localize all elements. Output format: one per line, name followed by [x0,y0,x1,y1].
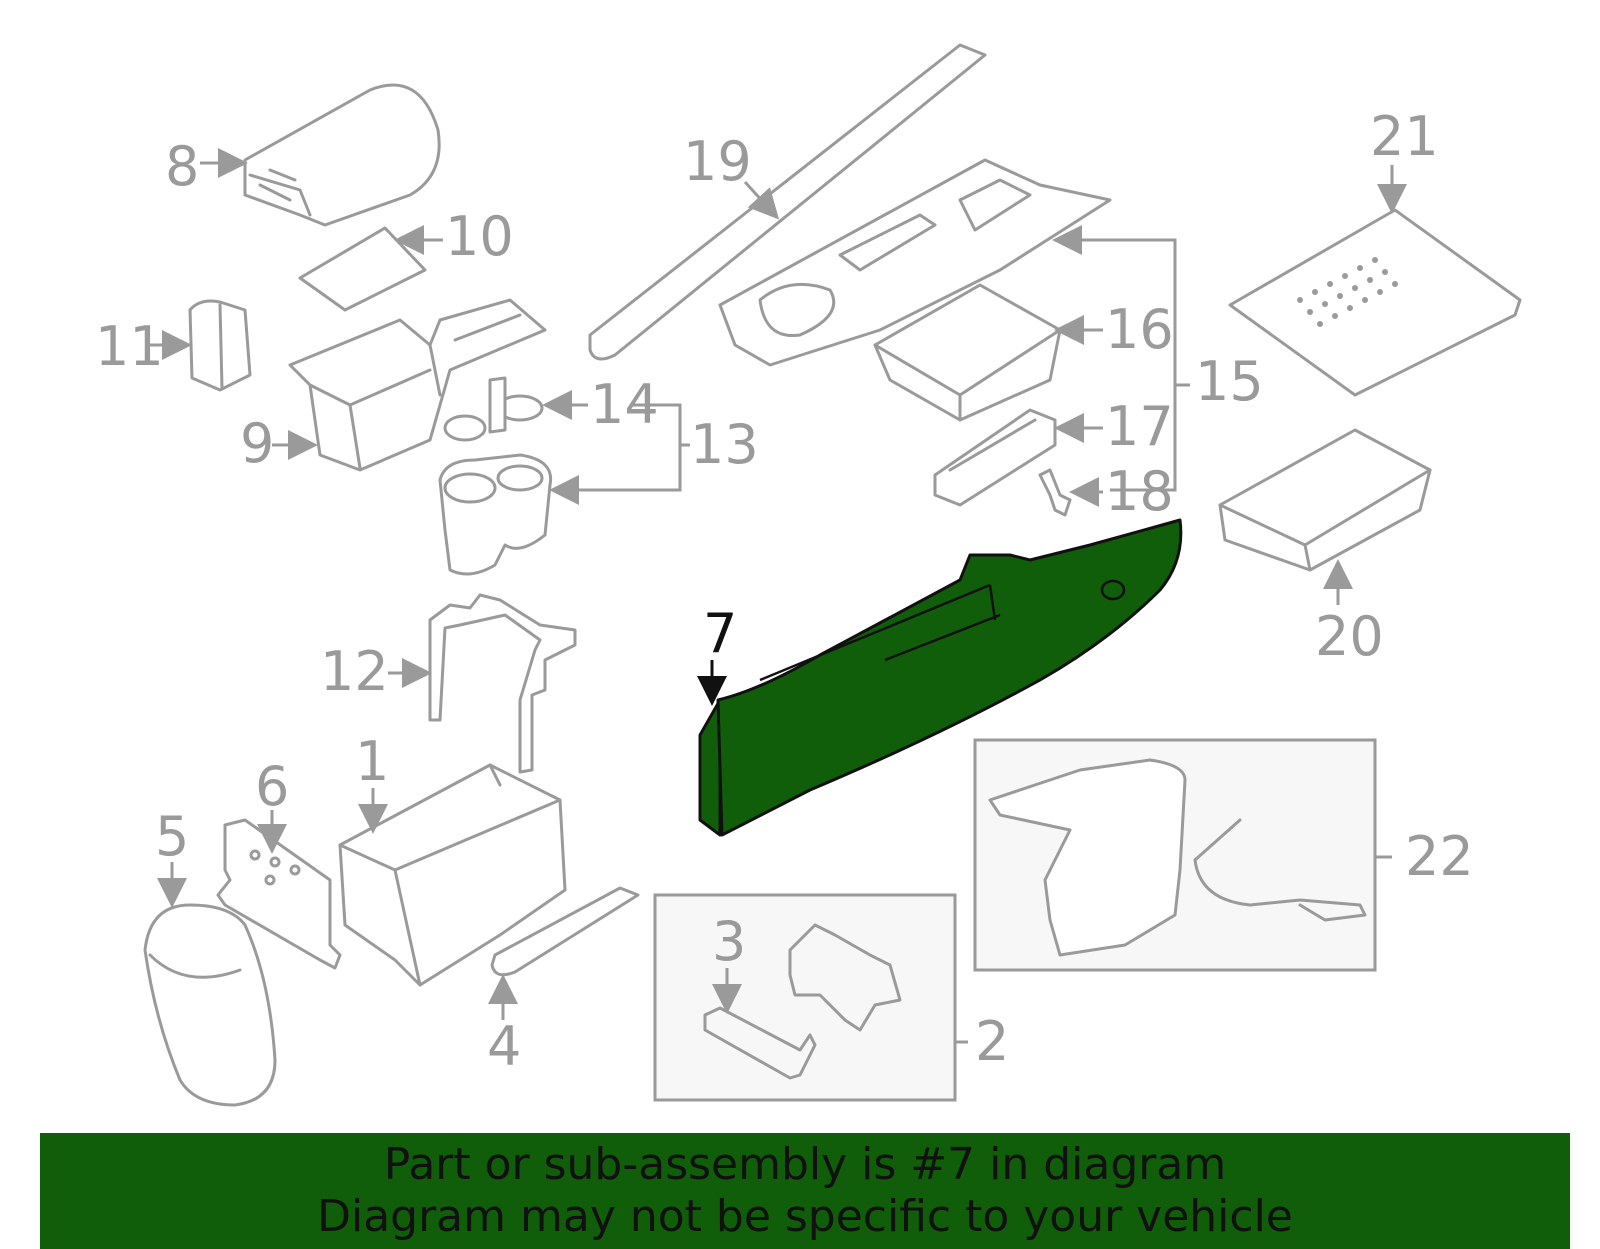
part-19-long-trim[interactable] [588,43,987,361]
part-12-bracket-frame[interactable] [428,593,577,774]
part-10-pad[interactable] [298,226,427,312]
part-15-console-top[interactable] [718,158,1112,367]
label-17: 17 [1105,395,1174,458]
label-20: 20 [1315,605,1384,668]
part-8-armrest-lid[interactable] [243,83,441,227]
label-1: 1 [355,730,389,793]
label-16: 16 [1105,298,1174,361]
label-6: 6 [255,755,289,818]
label-7: 7 [703,602,737,665]
part-13-cupholder[interactable] [438,453,553,576]
label-4: 4 [487,1015,521,1078]
part-6-mounting-plate[interactable] [216,818,342,970]
label-3: 3 [712,910,746,973]
part-20-module[interactable] [1218,428,1432,572]
sub-assembly-22-box[interactable] [973,738,1377,972]
part-16-storage-tray[interactable] [873,283,1062,422]
label-12: 12 [320,640,389,703]
part-9-console-box[interactable] [288,298,547,472]
part-21-mat[interactable] [1228,208,1522,397]
label-8: 8 [165,135,199,198]
label-19: 19 [683,130,752,193]
label-13: 13 [690,413,759,476]
label-21: 21 [1370,105,1439,168]
banner-line-2: Diagram may not be specific to your vehi… [317,1191,1293,1242]
label-2: 2 [975,1010,1009,1073]
banner-line-1: Part or sub-assembly is #7 in diagram [383,1139,1227,1190]
sub-assembly-2-box[interactable] [653,893,957,1102]
label-22: 22 [1405,825,1474,888]
part-18-connector[interactable] [1038,468,1072,517]
label-9: 9 [240,412,274,475]
part-11-clip[interactable] [188,299,252,392]
part-5-shift-boot[interactable] [143,903,277,1107]
info-banner: Part or sub-assembly is #7 in diagram Di… [40,1133,1570,1249]
part-17-switch-panel[interactable] [933,408,1057,507]
part-14-cupholder-insert[interactable] [443,376,544,442]
label-15: 15 [1195,350,1264,413]
label-5: 5 [155,805,189,868]
part-7-side-panel-highlighted[interactable] [698,518,1183,837]
label-18: 18 [1105,460,1174,523]
part-1-lower-box[interactable] [338,763,567,987]
label-10: 10 [445,205,514,268]
